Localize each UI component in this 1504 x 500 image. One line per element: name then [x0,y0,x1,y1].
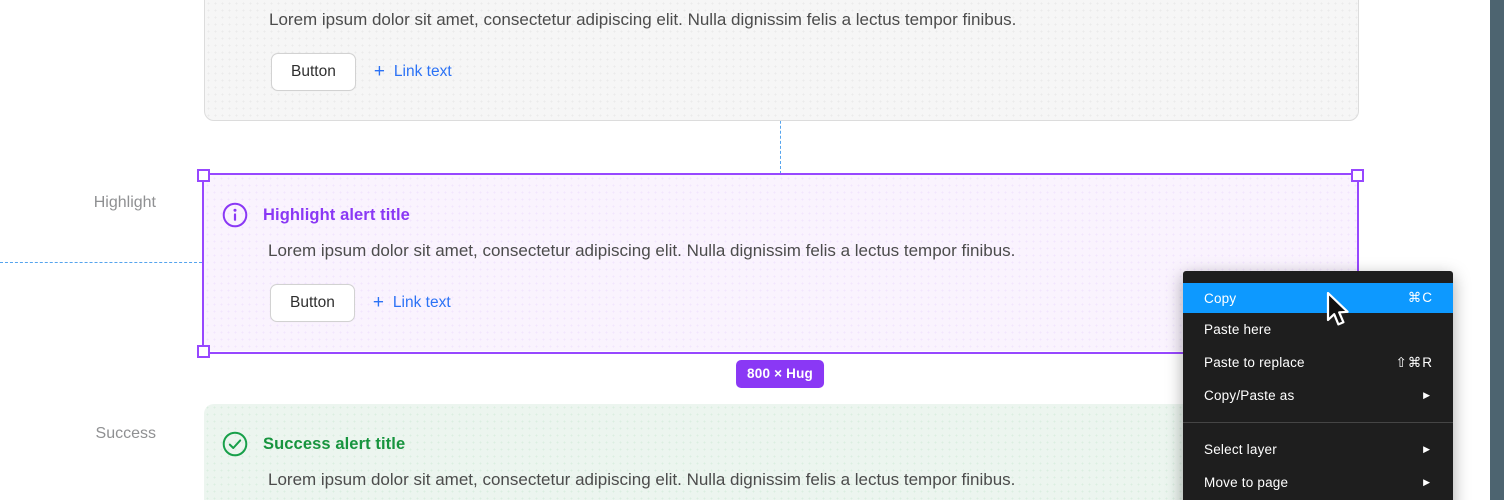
menu-item-copy-paste-as-label: Copy/Paste as [1204,388,1295,403]
alert-button[interactable]: Button [271,53,356,91]
alert-title-row: Success alert title [222,431,405,457]
menu-item-copy-shortcut: ⌘C [1407,290,1433,305]
alert-title-row: Highlight alert title [222,202,410,228]
selection-handle-top-right[interactable] [1351,169,1364,182]
submenu-arrow-icon: ▶ [1423,444,1430,454]
alert-title: Success alert title [263,434,406,453]
right-panel-edge [1490,0,1504,500]
menu-item-move-to-page-label: Move to page [1204,475,1289,490]
menu-item-copy[interactable]: Copy ⌘C [1183,283,1453,313]
submenu-arrow-icon: ▶ [1423,390,1430,400]
alert-body-text: Lorem ipsum dolor sit amet, consectetur … [269,10,1017,29]
alert-body-text: Lorem ipsum dolor sit amet, consectetur … [268,470,1016,489]
section-label-highlight: Highlight [93,194,156,211]
menu-item-select-layer-label: Select layer [1204,442,1277,457]
alignment-guide-horizontal [0,262,202,263]
alert-body-text: Lorem ipsum dolor sit amet, consectetur … [268,241,1016,260]
alert-actions: Button + Link text [271,53,452,91]
selection-size-badge: 800 × Hug [736,360,824,388]
context-menu: Copy ⌘C Paste here Paste to replace ⇧⌘R … [1183,271,1453,500]
alert-card-neutral[interactable]: Lorem ipsum dolor sit amet, consectetur … [204,0,1359,121]
alert-title: Highlight alert title [263,205,410,224]
mouse-cursor-icon [1326,292,1349,326]
alert-link[interactable]: + Link text [372,292,451,313]
alert-card-highlight[interactable]: Highlight alert title Lorem ipsum dolor … [204,175,1357,351]
selection-handle-top-left[interactable] [197,169,210,182]
selection-handle-bottom-left[interactable] [197,345,210,358]
alert-card-success[interactable]: Success alert title Lorem ipsum dolor si… [204,404,1357,500]
section-label-success: Success [95,425,156,442]
menu-separator [1183,422,1453,423]
submenu-arrow-icon: ▶ [1423,477,1430,487]
alert-link-label: Link text [393,63,452,80]
menu-item-paste-here[interactable]: Paste here [1183,313,1453,346]
menu-item-copy-label: Copy [1204,290,1237,306]
menu-item-paste-to-replace[interactable]: Paste to replace ⇧⌘R [1183,346,1453,379]
alert-button[interactable]: Button [270,284,355,322]
menu-item-paste-here-label: Paste here [1204,322,1272,337]
alert-link[interactable]: + Link text [373,61,452,82]
alert-actions: Button + Link text [270,284,451,322]
menu-item-move-to-page[interactable]: Move to page ▶ [1183,466,1453,499]
plus-icon: + [372,292,384,313]
check-circle-icon [222,431,248,457]
menu-item-copy-paste-as[interactable]: Copy/Paste as ▶ [1183,379,1453,412]
menu-item-paste-to-replace-label: Paste to replace [1204,355,1305,370]
menu-item-select-layer[interactable]: Select layer ▶ [1183,433,1453,466]
info-icon [222,202,248,228]
alert-link-label: Link text [392,294,451,311]
plus-icon: + [373,61,385,82]
menu-item-paste-to-replace-shortcut: ⇧⌘R [1395,354,1433,370]
